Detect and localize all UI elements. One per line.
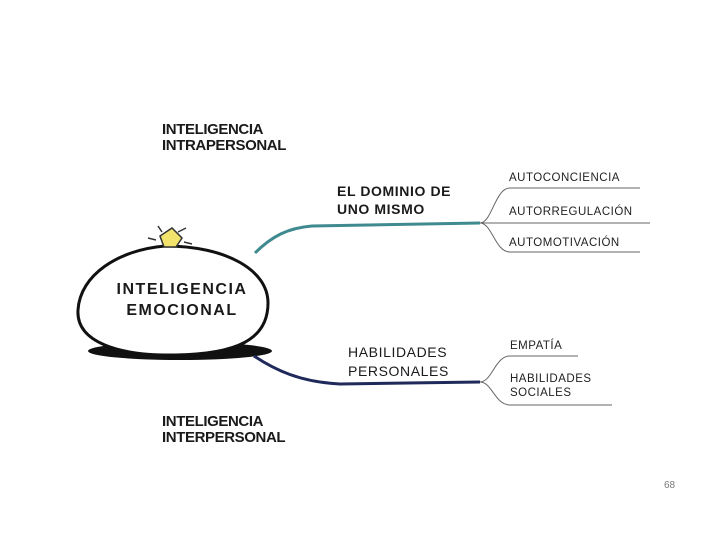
heading-line: INTELIGENCIA bbox=[162, 121, 264, 138]
lower-leaf-connector bbox=[479, 355, 578, 383]
branch-line: PERSONALES bbox=[348, 362, 449, 379]
heading-line: INTELIGENCIA bbox=[162, 413, 264, 430]
center-line: EMOCIONAL bbox=[126, 301, 238, 319]
upper-leaf-connector bbox=[479, 187, 640, 224]
leaf-autoconciencia: AUTOCONCIENCIA bbox=[509, 172, 620, 184]
intrapersonal-heading: INTELIGENCIA INTRAPERSONAL bbox=[162, 122, 286, 154]
upper-branch-connector bbox=[253, 221, 481, 255]
upper-leaf-connector bbox=[479, 222, 640, 253]
center-line: INTELIGENCIA bbox=[116, 281, 248, 298]
leaf-automotivacion: AUTOMOTIVACIÓN bbox=[509, 237, 620, 249]
leaf-empatia: EMPATÍA bbox=[510, 340, 563, 352]
branch-line: HABILIDADES bbox=[348, 344, 448, 360]
leaf-line: HABILIDADES bbox=[510, 373, 592, 385]
upper-branch-label: EL DOMINIO DE UNO MISMO bbox=[337, 184, 451, 216]
heading-line: INTRAPERSONAL bbox=[162, 136, 286, 154]
page-number: 68 bbox=[664, 480, 676, 491]
branch-line: EL DOMINIO DE bbox=[337, 183, 452, 199]
interpersonal-heading: INTELIGENCIA INTERPERSONAL bbox=[162, 413, 286, 446]
leaf-habilidades-sociales: HABILIDADES SOCIALES bbox=[510, 373, 592, 399]
leaf-autorregulacion: AUTORREGULACIÓN bbox=[509, 206, 633, 218]
lower-leaf-connector bbox=[479, 381, 612, 406]
heading-line: INTERPERSONAL bbox=[162, 428, 286, 446]
bag-tie-lines bbox=[147, 225, 193, 245]
lower-branch-label: HABILIDADES PERSONALES bbox=[348, 345, 449, 378]
branch-line: UNO MISMO bbox=[337, 200, 425, 217]
central-node-label: INTELIGENCIA EMOCIONAL bbox=[102, 281, 262, 320]
leaf-line: SOCIALES bbox=[510, 387, 572, 400]
lower-branch-connector bbox=[253, 354, 481, 386]
central-bag-shape bbox=[76, 244, 270, 357]
bag-knot-icon bbox=[159, 227, 183, 248]
